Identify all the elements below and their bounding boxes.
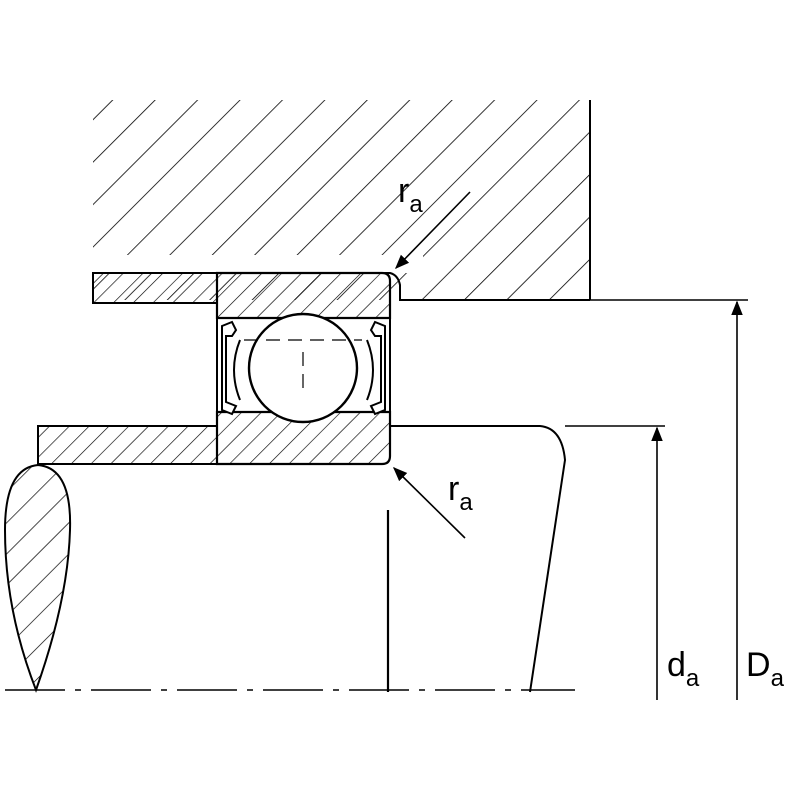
housing <box>93 100 591 301</box>
shaft-section <box>3 463 72 693</box>
housing-bore-clear <box>93 255 423 273</box>
bearing-inner-ring <box>215 410 392 466</box>
label-ra-bottom: ra <box>448 470 473 516</box>
label-da: da <box>667 646 700 692</box>
leader-ra-bottom <box>392 466 466 539</box>
housing-bore-outline <box>93 100 591 301</box>
shaft-shoulder <box>386 425 567 693</box>
bearing-outer-ring <box>215 271 392 320</box>
extension-lines <box>565 299 748 427</box>
label-ra-top: ra <box>398 172 423 218</box>
outer-spacer-ring <box>92 272 218 304</box>
leader-ra-top <box>394 191 471 270</box>
bearing-seals <box>216 318 391 416</box>
shaft-collar <box>37 425 218 465</box>
ball <box>244 312 362 424</box>
label-Da: Da <box>746 646 785 692</box>
